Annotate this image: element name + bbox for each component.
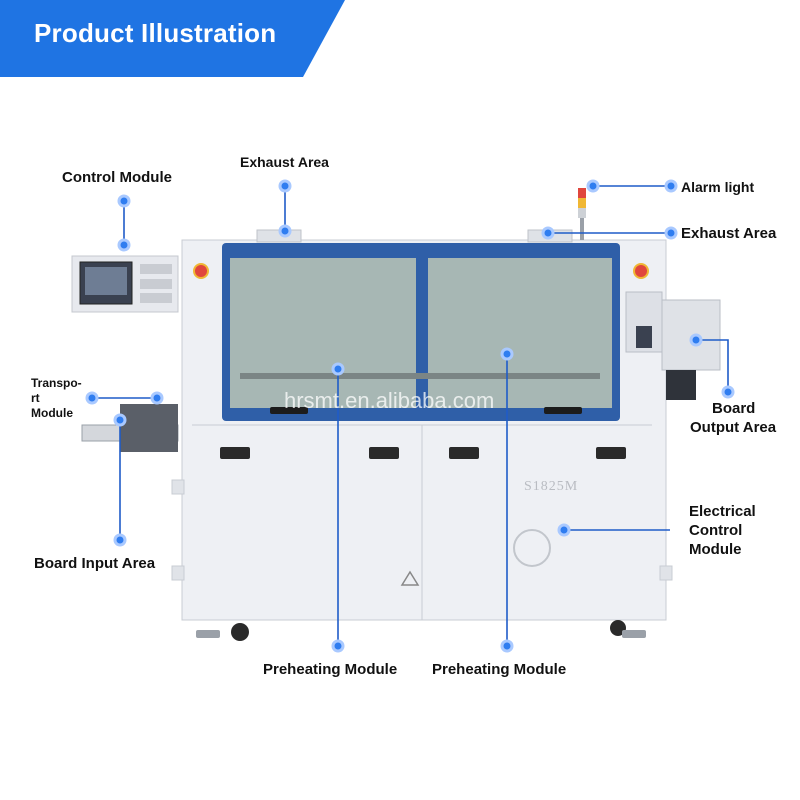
- marker-exhaust-left-top: [278, 179, 292, 193]
- label-transport-module-1: Transpo-: [31, 376, 82, 390]
- label-board-input-area: Board Input Area: [34, 555, 156, 572]
- label-exhaust-area-left: Exhaust Area: [240, 154, 329, 170]
- marker-control-bottom: [117, 238, 131, 252]
- label-electrical-1: Electrical: [689, 503, 756, 520]
- model-number: S1825M: [524, 479, 579, 494]
- marker-output-bottom: [721, 385, 735, 399]
- marker-input-bottom: [113, 533, 127, 547]
- marker-exhaust-right-left: [541, 226, 555, 240]
- label-preheating-left: Preheating Module: [263, 661, 398, 678]
- marker-preheat-right-bottom: [500, 639, 514, 653]
- label-electrical-2: Control: [689, 522, 743, 539]
- marker-transport-left: [85, 391, 99, 405]
- marker-preheat-left-top: [331, 362, 345, 376]
- marker-preheat-left-bottom: [331, 639, 345, 653]
- marker-exhaust-right-right: [664, 226, 678, 240]
- marker-electrical: [557, 523, 571, 537]
- label-board-output-1: Board: [712, 400, 756, 417]
- marker-preheat-right-top: [500, 347, 514, 361]
- label-transport-module-3: Module: [31, 406, 73, 420]
- label-exhaust-area-right: Exhaust Area: [681, 225, 777, 242]
- label-transport-module-2: rt: [31, 391, 40, 405]
- marker-control-top: [117, 194, 131, 208]
- label-alarm-light: Alarm light: [681, 179, 755, 195]
- marker-alarm-left: [586, 179, 600, 193]
- marker-output-left: [689, 333, 703, 347]
- marker-input-top: [113, 413, 127, 427]
- page-title: Product Illustration: [34, 18, 277, 48]
- marker-transport-right: [150, 391, 164, 405]
- label-board-output-2: Output Area: [690, 419, 777, 436]
- label-control-module: Control Module: [62, 169, 172, 186]
- label-preheating-right: Preheating Module: [432, 661, 567, 678]
- marker-exhaust-left-bottom: [278, 224, 292, 238]
- marker-alarm-right: [664, 179, 678, 193]
- watermark: hrsmt.en.alibaba.com: [284, 388, 495, 413]
- label-electrical-3: Module: [689, 541, 742, 558]
- header-banner: [0, 0, 345, 77]
